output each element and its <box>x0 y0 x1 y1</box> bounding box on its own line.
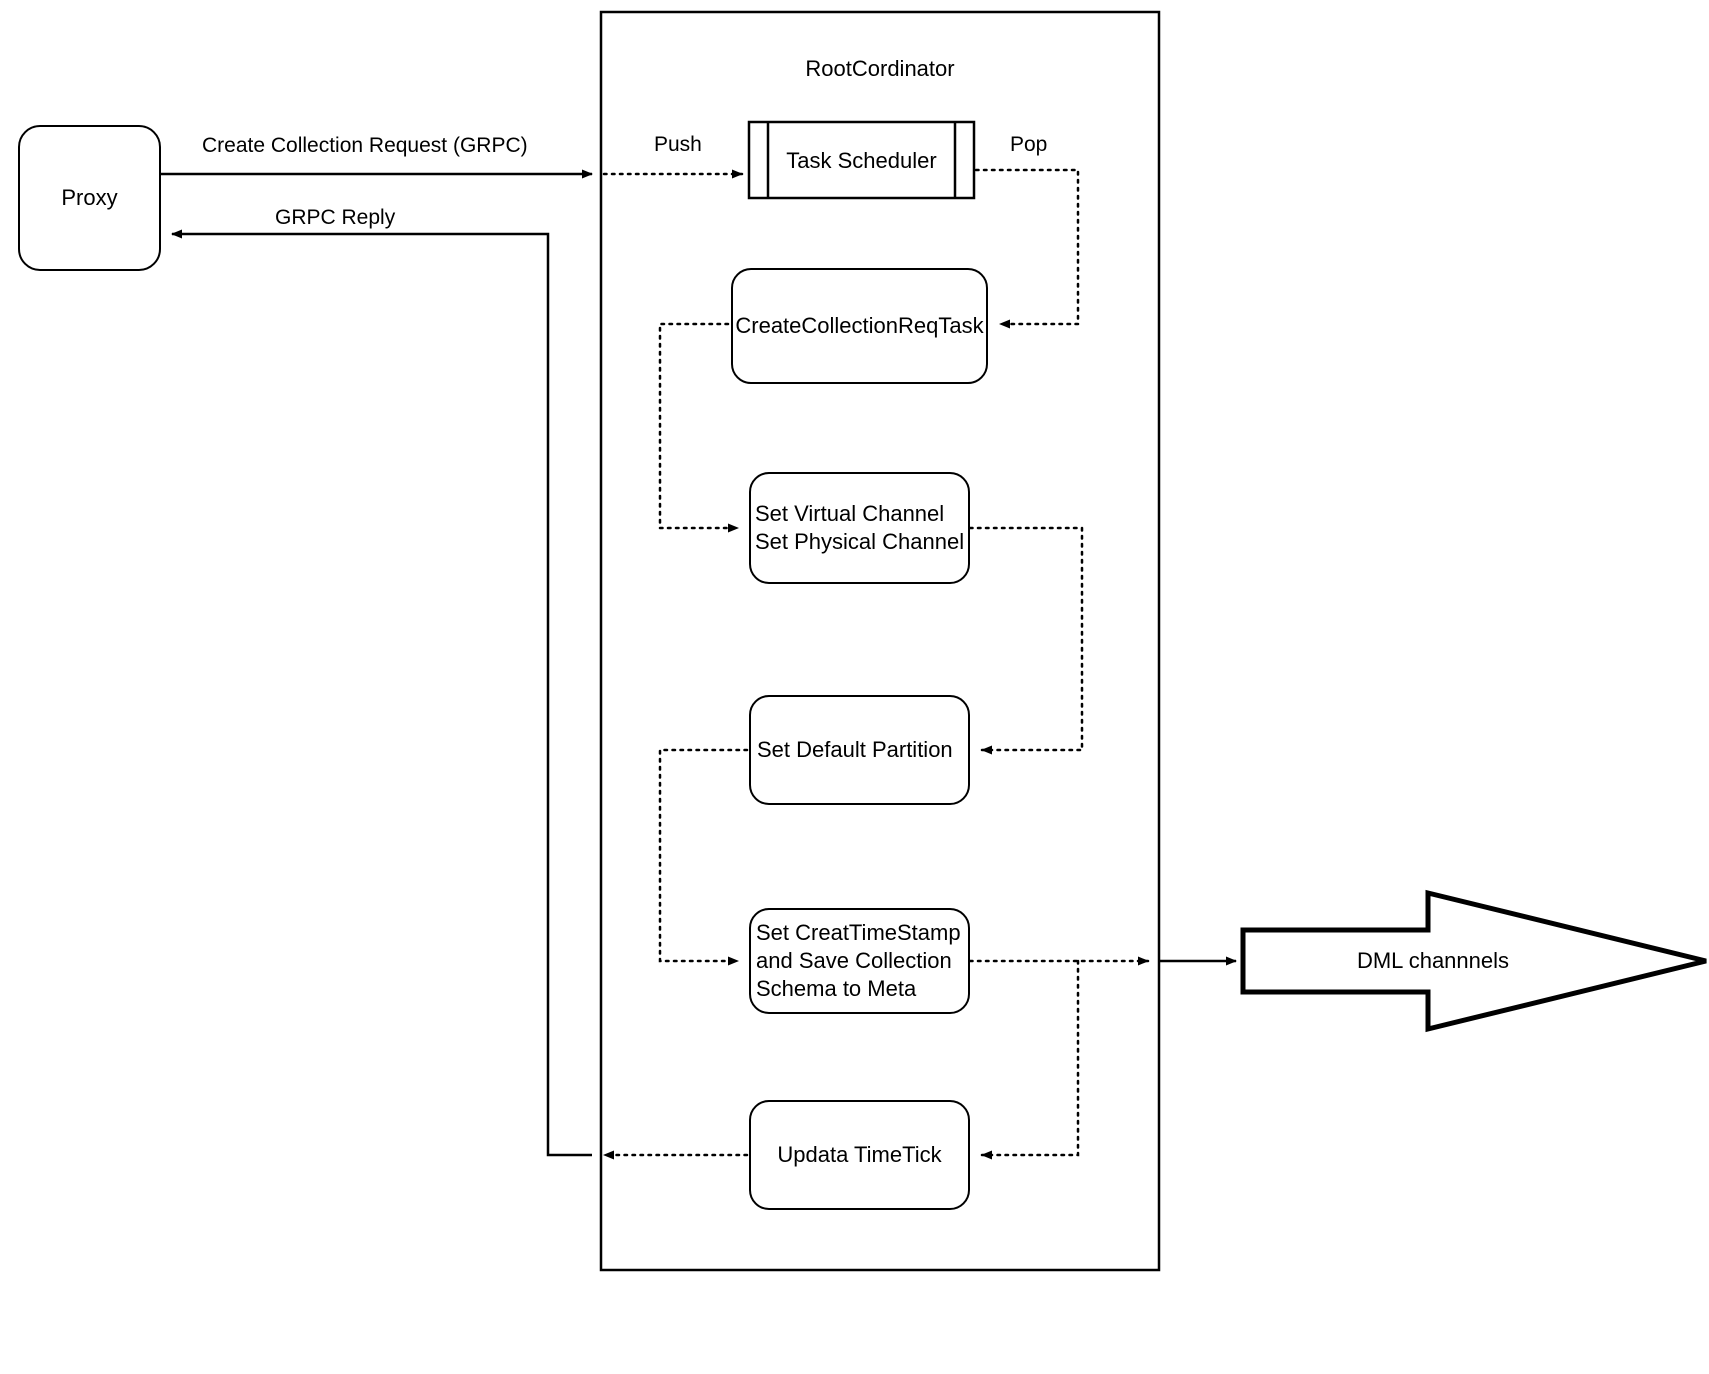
node-set-create-timestamp-label: Set CreatTimeStamp and Save Collection S… <box>756 920 961 1001</box>
node-proxy-label: Proxy <box>61 185 118 210</box>
node-task-scheduler-label[interactable]: Task Scheduler <box>786 148 937 173</box>
edge-timestamp-to-timetick <box>980 959 1080 1160</box>
edge-partition-to-timestamp <box>658 748 749 966</box>
node-set-channels-label: Set Virtual Channel Set Physical Channel <box>755 501 965 554</box>
node-set-default-partition[interactable]: Set Default Partition <box>749 695 970 805</box>
node-set-default-partition-label: Set Default Partition <box>757 737 953 762</box>
task-scheduler-outline <box>747 120 976 200</box>
dml-channels-block-arrow <box>1240 889 1707 1033</box>
edge-channels-to-partition <box>968 526 1084 755</box>
node-update-timetick-label: Updata TimeTick <box>777 1142 942 1167</box>
edge-label-push: Push <box>651 133 705 157</box>
rootcordinator-container-outline <box>599 10 1161 1272</box>
edge-label-grpc-reply: GRPC Reply <box>272 206 399 230</box>
node-create-collection-req-task[interactable]: CreateCollectionReqTask <box>731 268 988 384</box>
node-set-create-timestamp[interactable]: Set CreatTimeStamp and Save Collection S… <box>749 908 970 1014</box>
edge-grpc-reply <box>171 229 592 1157</box>
edge-label-create-collection-request: Create Collection Request (GRPC) <box>199 134 531 158</box>
node-update-timetick[interactable]: Updata TimeTick <box>749 1100 970 1210</box>
edge-pop <box>974 168 1080 329</box>
node-set-channels[interactable]: Set Virtual Channel Set Physical Channel <box>749 472 970 584</box>
node-proxy[interactable]: Proxy <box>18 125 161 271</box>
rootcordinator-title: RootCordinator <box>805 56 955 81</box>
node-create-collection-req-task-label: CreateCollectionReqTask <box>735 313 984 338</box>
edge-label-pop: Pop <box>1007 133 1051 157</box>
edge-task-to-channels <box>658 322 740 533</box>
node-dml-channels-label[interactable]: DML channnels <box>1356 948 1510 973</box>
